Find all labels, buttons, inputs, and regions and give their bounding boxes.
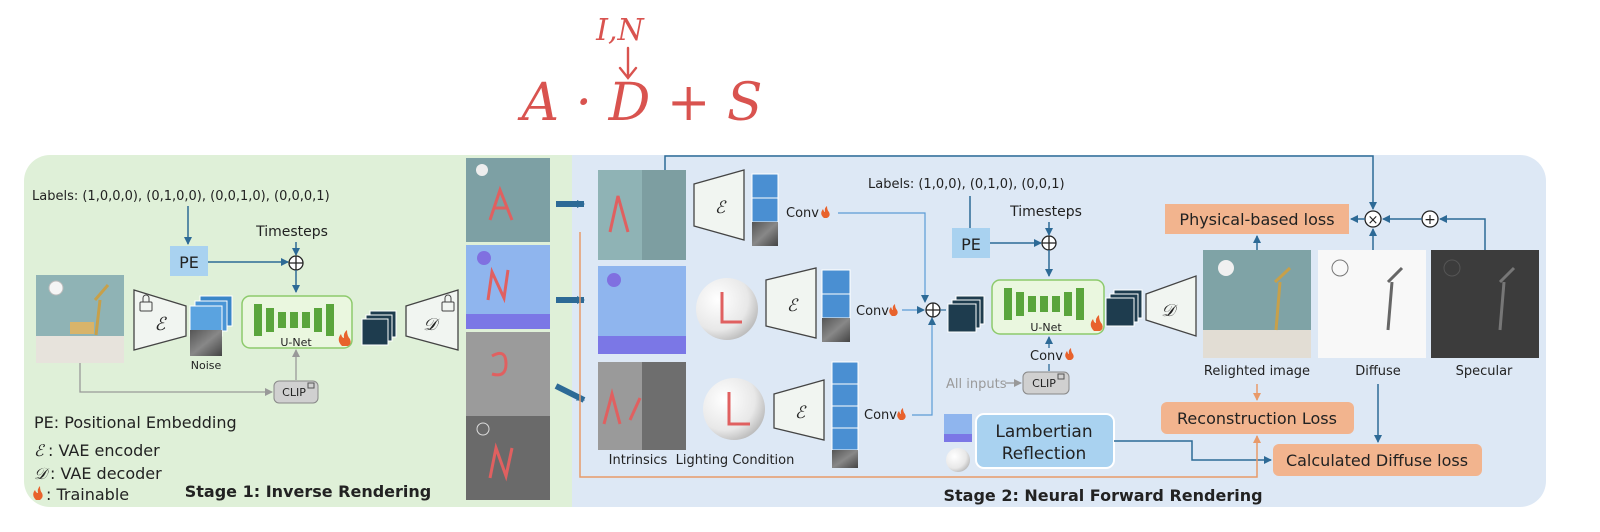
noise-block-stage1 bbox=[190, 330, 222, 356]
latent-columns-stage2 bbox=[751, 173, 859, 468]
svg-text:ℰ: ℰ bbox=[787, 296, 799, 316]
svg-text:ℰ: ℰ bbox=[715, 198, 727, 218]
intrinsics-label: Intrinsics bbox=[609, 453, 668, 468]
lighting-sphere-1 bbox=[696, 278, 758, 340]
legend-enc: : VAE encoder bbox=[48, 441, 160, 460]
reconstruction-loss-label: Reconstruction Loss bbox=[1177, 409, 1337, 428]
encoder-symbol-stage1: ℰ bbox=[155, 314, 168, 335]
vae-encoder-stage2-b: ℰ bbox=[765, 267, 817, 339]
decoder-symbol-stage1: 𝒟 bbox=[423, 315, 440, 335]
stage1-labels: Labels: (1,0,0,0), (0,1,0,0), (0,0,1,0),… bbox=[32, 189, 330, 204]
legend-enc-symbol: ℰ bbox=[34, 441, 46, 460]
add-node: + bbox=[1421, 210, 1439, 228]
vae-decoder-stage1: 𝒟 bbox=[405, 289, 459, 351]
timesteps-label-stage2: Timesteps bbox=[1009, 204, 1082, 220]
fire-icon bbox=[338, 330, 351, 346]
diffuse-loss-box bbox=[1273, 444, 1482, 476]
diffuse-label: Diffuse bbox=[1355, 364, 1401, 379]
sum-node-concat bbox=[925, 302, 941, 318]
unet-label-stage1: U-Net bbox=[280, 336, 312, 349]
svg-text:CLIP: CLIP bbox=[1032, 377, 1056, 390]
lambertian-inputs bbox=[944, 414, 972, 472]
legend-dec: : VAE decoder bbox=[50, 464, 162, 483]
diffuse-loss-label: Calculated Diffuse loss bbox=[1286, 451, 1468, 470]
pe-label-stage1: PE bbox=[179, 253, 199, 272]
handwritten-bottom: A · D + S bbox=[517, 73, 762, 133]
svg-text:×: × bbox=[1368, 213, 1379, 228]
legend-dec-symbol: 𝒟 bbox=[34, 464, 50, 483]
svg-text:𝒟: 𝒟 bbox=[1161, 301, 1178, 321]
noise-label: Noise bbox=[191, 359, 222, 372]
input-latent-stage2 bbox=[947, 295, 985, 333]
svg-text:PE: PE bbox=[961, 235, 981, 254]
physical-loss-box bbox=[1165, 204, 1349, 234]
svg-text:+: + bbox=[1424, 212, 1436, 228]
svg-text:U-Net: U-Net bbox=[1030, 321, 1062, 334]
vae-decoder-stage2: 𝒟 bbox=[1145, 275, 1197, 337]
conv-label-a: Conv bbox=[786, 206, 819, 221]
specular-label: Specular bbox=[1456, 364, 1513, 379]
unet-stage2: U-Net bbox=[991, 279, 1105, 335]
svg-text:CLIP: CLIP bbox=[282, 386, 306, 399]
fire-icons-conv bbox=[821, 206, 906, 420]
all-inputs-label: All inputs bbox=[946, 377, 1007, 392]
lambertian-label-1: Lambertian bbox=[995, 422, 1092, 442]
relighted-label: Relighted image bbox=[1204, 364, 1310, 379]
stage1-title: Stage 1: Inverse Rendering bbox=[185, 482, 432, 501]
relighted-image bbox=[1203, 250, 1311, 358]
legend-stage1: PE: Positional Embedding ℰ : VAE encoder… bbox=[33, 413, 237, 504]
lighting-sphere-2 bbox=[703, 378, 765, 440]
clip-box-stage2: CLIP bbox=[1022, 371, 1070, 395]
lock-icon bbox=[441, 294, 455, 312]
fire-icon bbox=[1065, 348, 1074, 360]
diffuse-image bbox=[1318, 250, 1426, 358]
sum-node-stage1 bbox=[288, 255, 304, 271]
conv-label-unet: Conv bbox=[1030, 349, 1063, 364]
stage2-flow-arrows bbox=[579, 155, 1486, 478]
lambertian-label-2: Reflection bbox=[1002, 444, 1087, 464]
sum-node-stage2 bbox=[1041, 235, 1057, 251]
lighting-label: Lighting Condition bbox=[676, 453, 795, 468]
conv-label-b: Conv bbox=[856, 304, 889, 319]
input-image-stage1 bbox=[36, 275, 124, 363]
conv-label-c: Conv bbox=[864, 408, 897, 423]
legend-pe: PE: Positional Embedding bbox=[34, 413, 237, 432]
vae-encoder-stage2-a: ℰ bbox=[693, 169, 745, 241]
lock-icon bbox=[139, 294, 153, 312]
specular-image bbox=[1431, 250, 1539, 358]
clip-box-stage1: CLIP bbox=[273, 380, 319, 404]
conv-arrows bbox=[838, 212, 936, 416]
pe-box-stage1 bbox=[170, 246, 208, 276]
pe-box-stage2 bbox=[952, 228, 990, 258]
intrinsic-output-column bbox=[466, 158, 550, 500]
vae-encoder-stage2-c: ℰ bbox=[773, 379, 825, 441]
stage2-labels: Labels: (1,0,0), (0,1,0), (0,0,1) bbox=[868, 177, 1065, 192]
multiply-node: × bbox=[1364, 210, 1382, 228]
reconstruction-loss-box bbox=[1161, 402, 1354, 434]
unet-stage1: U-Net bbox=[241, 295, 353, 349]
handwritten-top: I,N bbox=[595, 13, 645, 48]
timesteps-label-stage1: Timesteps bbox=[255, 224, 328, 240]
physical-loss-label: Physical-based loss bbox=[1179, 210, 1334, 229]
svg-text:ℰ: ℰ bbox=[795, 403, 807, 423]
latent-stack-stage1 bbox=[189, 295, 233, 356]
handwritten-annotation: I,N A · D + S bbox=[517, 13, 762, 133]
handwritten-arrow bbox=[618, 46, 638, 80]
vae-encoder-stage1: ℰ bbox=[133, 289, 187, 351]
fire-icon bbox=[33, 486, 43, 500]
stage2-title: Stage 2: Neural Forward Rendering bbox=[943, 486, 1262, 505]
output-latent-stage2 bbox=[1105, 289, 1143, 327]
legend-train: : Trainable bbox=[46, 485, 129, 504]
fire-icon bbox=[1090, 315, 1103, 331]
output-latent-stage1 bbox=[361, 310, 397, 346]
intrinsics-images bbox=[598, 170, 686, 450]
